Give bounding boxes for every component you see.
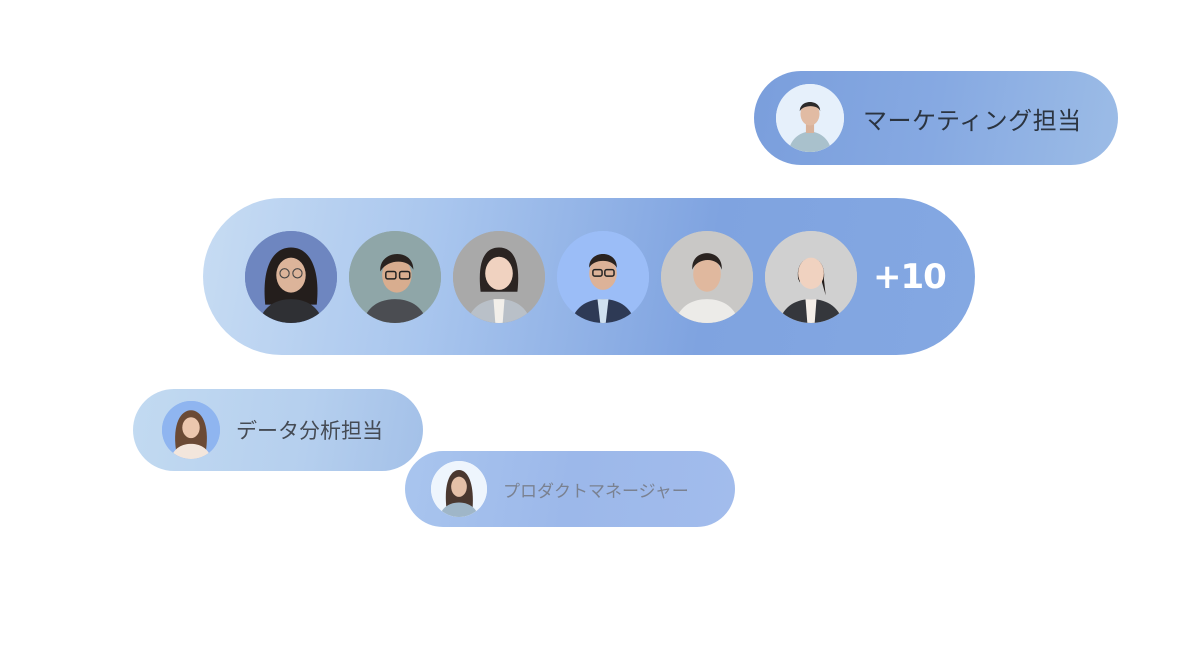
avatar-member-4[interactable] (557, 230, 649, 323)
avatar-member-5[interactable] (661, 230, 753, 323)
avatar-product-manager (431, 461, 487, 517)
person-avatar-icon (557, 230, 649, 323)
avatar-member-2[interactable] (349, 230, 441, 323)
person-avatar-icon (431, 461, 487, 517)
avatar-data-analyst (162, 401, 220, 459)
role-label-product-manager: プロダクトマネージャー (503, 481, 689, 502)
role-card-marketing[interactable]: マーケティング担当 (754, 71, 1118, 165)
role-card-data-analysis[interactable]: データ分析担当 (133, 389, 423, 471)
avatar-member-3[interactable] (453, 230, 545, 323)
role-label-marketing: マーケティング担当 (863, 106, 1082, 135)
more-members-count[interactable]: +10 (873, 256, 947, 297)
person-avatar-icon (245, 230, 337, 323)
person-avatar-icon (453, 230, 545, 323)
avatar-member-6[interactable] (765, 230, 857, 323)
person-avatar-icon (162, 401, 220, 459)
person-avatar-icon (349, 230, 441, 323)
role-label-data-analysis: データ分析担当 (236, 419, 383, 443)
avatar-member-1[interactable] (245, 230, 337, 323)
person-avatar-icon (776, 84, 844, 152)
person-avatar-icon (661, 230, 753, 323)
role-card-product-manager[interactable]: プロダクトマネージャー (405, 451, 735, 527)
avatar-marketing (776, 84, 844, 152)
team-avatar-group[interactable]: +10 (203, 198, 975, 355)
person-avatar-icon (765, 230, 857, 323)
